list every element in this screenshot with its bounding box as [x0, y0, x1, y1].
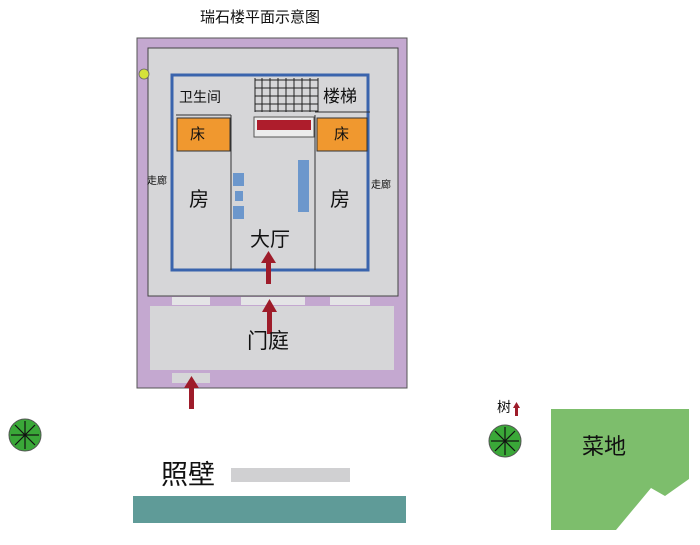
hall-label: 大厅 [250, 227, 290, 251]
chair [235, 191, 243, 201]
tree-icon [8, 418, 42, 452]
chair [233, 206, 244, 219]
toilet-label: 卫生间 [179, 90, 221, 106]
bed-right [316, 117, 368, 152]
doorway-left [172, 297, 210, 305]
bed-right-label: 床 [334, 125, 350, 143]
room-right-label: 房 [330, 187, 350, 211]
altar-top [257, 120, 311, 130]
bench [298, 160, 309, 212]
entry-arrow [184, 376, 199, 409]
entry-arrow [261, 251, 276, 284]
tree-icon [488, 424, 522, 458]
entry-arrow [262, 299, 277, 334]
room-left-label: 房 [189, 187, 209, 211]
bed-left-label: 床 [190, 125, 206, 143]
stairs-label: 楼梯 [323, 87, 357, 107]
courtyard-label: 门庭 [247, 329, 289, 353]
screen-wall-label: 照壁 [161, 460, 215, 491]
diagram-title: 瑞石楼平面示意图 [200, 8, 321, 26]
tree-label: 树 [497, 400, 511, 416]
screen-wall-cap [231, 468, 350, 482]
doorway-right [330, 297, 370, 305]
chair [233, 173, 244, 186]
lamp-dot [138, 68, 150, 80]
main-floor [147, 47, 399, 297]
garden-label: 菜地 [582, 435, 627, 460]
corridor-right-label: 走廊 [371, 180, 391, 191]
staircase [254, 78, 319, 112]
tree-arrow-icon [513, 402, 520, 416]
bed-left [176, 117, 231, 152]
vegetable-garden [551, 409, 689, 530]
screen-wall [133, 496, 406, 523]
doorway-center [241, 297, 305, 305]
corridor-left-label: 走廊 [147, 176, 167, 187]
